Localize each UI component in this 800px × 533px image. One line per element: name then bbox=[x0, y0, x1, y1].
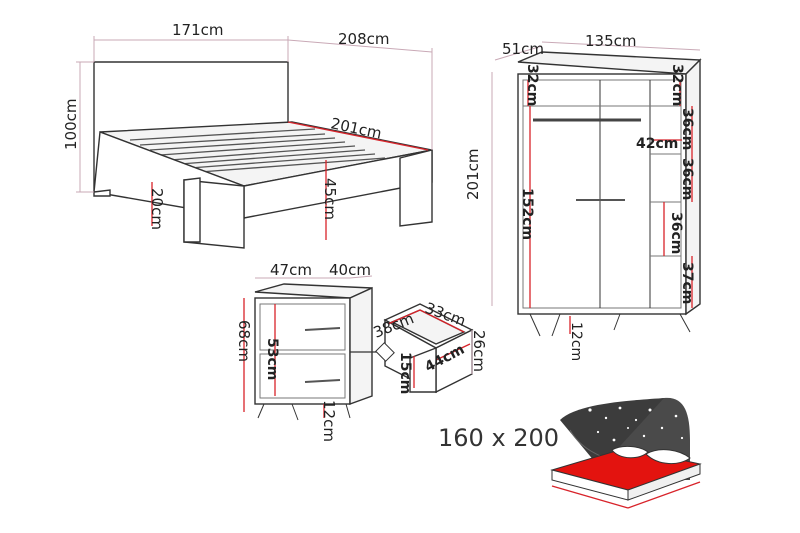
drawer-dimensions bbox=[387, 309, 473, 388]
nightstand-dimensions bbox=[243, 275, 373, 418]
wardrobe-depth-label: 51cm bbox=[502, 40, 544, 58]
nightstand-body-label: 53cm bbox=[264, 338, 280, 380]
bed-frame-height-label: 45cm bbox=[321, 178, 339, 220]
nightstand-depth-label: 40cm bbox=[329, 261, 371, 279]
bedroom-illustration bbox=[550, 397, 702, 509]
bed-width-label: 171cm bbox=[172, 21, 224, 39]
wardrobe-shelf-1-label: 36cm bbox=[679, 108, 695, 150]
nightstand-height-label: 68cm bbox=[235, 320, 253, 362]
bed-height-label: 100cm bbox=[62, 99, 80, 151]
wardrobe-dimensions bbox=[491, 41, 701, 334]
wardrobe-height-label: 201cm bbox=[464, 149, 482, 201]
bed-drawing bbox=[93, 61, 433, 249]
bed-length-label: 208cm bbox=[338, 30, 390, 48]
nightstand-drawing bbox=[254, 283, 373, 421]
wardrobe-top-space-label: 32cm bbox=[524, 64, 540, 106]
bed-dimensions bbox=[76, 36, 433, 240]
wardrobe-shelf-4-label: 37cm bbox=[679, 262, 695, 304]
drawer-height-label: 26cm bbox=[470, 330, 488, 372]
wardrobe-shelf-top-label: 32cm bbox=[669, 64, 685, 106]
wardrobe-shelf-width-label: 42cm bbox=[636, 136, 678, 152]
wardrobe-width-label: 135cm bbox=[585, 32, 637, 50]
wardrobe-legs-label: 12cm bbox=[568, 322, 584, 361]
wardrobe-shelf-2-label: 36cm bbox=[679, 158, 695, 200]
wardrobe-shelf-3-label: 36cm bbox=[668, 212, 684, 254]
drawer-inner-height-label: 15cm bbox=[397, 352, 413, 394]
nightstand-legs-label: 12cm bbox=[320, 400, 338, 442]
mattress-size-label: 160 x 200 bbox=[438, 424, 559, 452]
wardrobe-drawing bbox=[517, 51, 702, 337]
bed-leg-height-label: 20cm bbox=[148, 188, 166, 230]
nightstand-width-label: 47cm bbox=[270, 261, 312, 279]
wardrobe-hanging-label: 152cm bbox=[519, 188, 535, 240]
